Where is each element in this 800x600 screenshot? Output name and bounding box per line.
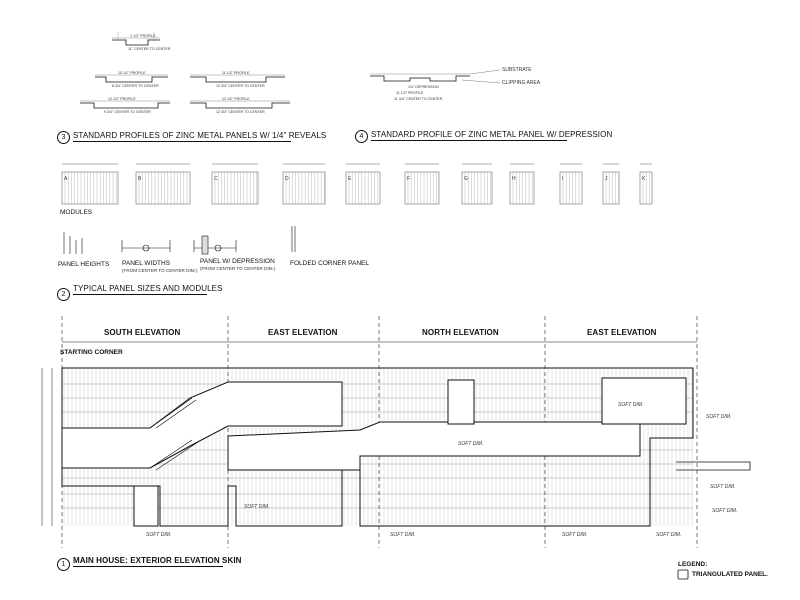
soft-dim-label: SOFT DIM. <box>562 532 588 538</box>
detail-title: STANDARD PROFILES OF ZINC METAL PANELS W… <box>73 131 327 140</box>
detail-number-badge: 1 <box>57 558 70 571</box>
title-underline <box>371 140 567 141</box>
legend-title: LEGEND: <box>678 561 708 568</box>
clipping-area-label: CLIPPING AREA <box>502 80 541 86</box>
module-block <box>461 171 493 205</box>
window-opening <box>133 485 159 527</box>
soft-dim-label: SOFT DIM. <box>618 402 644 408</box>
module-letter: J <box>605 176 608 182</box>
module-letter: D <box>285 176 289 182</box>
elevation-heading: NORTH ELEVATION <box>422 328 499 337</box>
module-block <box>602 171 620 205</box>
module-letter: E <box>348 176 352 182</box>
panel-widths-label: PANEL WIDTHS <box>122 260 171 267</box>
modules-row <box>61 163 653 205</box>
detail-number-badge: 2 <box>57 288 70 301</box>
window-opening <box>601 377 687 425</box>
title-underline <box>73 141 291 142</box>
module-block <box>135 171 191 205</box>
panel-depression-label: PANEL W/ DEPRESSION <box>200 258 275 265</box>
elevation-heading: SOUTH ELEVATION <box>104 328 181 337</box>
center-label: 12 3/4" CENTER TO CENTER <box>216 110 265 114</box>
title-underline <box>73 566 223 567</box>
profile-label: 11 1/2" PROFILE <box>222 71 250 75</box>
detail-4-profile <box>370 69 501 84</box>
module-letter: I <box>562 176 564 182</box>
elevation-skin <box>41 316 751 548</box>
center-label: 9 3/4" CENTER TO CENTER <box>104 110 151 114</box>
module-letter: B <box>138 176 142 182</box>
module-block <box>345 171 381 205</box>
panel-size-symbols <box>63 226 296 255</box>
soft-dim-label: SOFT DIM. <box>146 532 172 538</box>
module-block <box>559 171 583 205</box>
modules-label: MODULES <box>60 209 93 216</box>
module-letter: F <box>407 176 411 182</box>
soft-dim-label: SOFT DIM. <box>710 484 736 490</box>
window-opening <box>61 381 343 469</box>
soft-dim-label: SOFT DIM. <box>706 414 732 420</box>
detail-title: MAIN HOUSE: EXTERIOR ELEVATION SKIN <box>73 556 242 565</box>
center-label: 8 3/4" CENTER TO CENTER <box>112 84 159 88</box>
soft-dim-label: SOFT DIM. <box>458 441 484 447</box>
window-opening <box>227 421 641 471</box>
module-letter: C <box>214 176 218 182</box>
detail-title: STANDARD PROFILE OF ZINC METAL PANEL W/ … <box>371 130 613 139</box>
detail-number-badge: 4 <box>355 130 368 143</box>
folded-corner-label: FOLDED CORNER PANEL <box>290 260 369 267</box>
detail-title: TYPICAL PANEL SIZES AND MODULES <box>73 284 223 293</box>
module-block <box>211 171 259 205</box>
center-label: 11 3/4" CENTER TO CENTER <box>394 97 443 101</box>
panel-depression-note: (FROM CENTER TO CENTER DIM.) <box>200 266 276 271</box>
soft-dim-label: SOFT DIM. <box>712 508 738 514</box>
module-block <box>61 171 119 205</box>
soft-dim-label: SOFT DIM. <box>656 532 682 538</box>
module-letter: A <box>64 176 68 182</box>
detail-3-profiles <box>80 32 290 109</box>
soft-dim-label: SOFT DIM. <box>244 504 270 510</box>
depression-label: 1/4" DEPRESSION <box>408 85 439 89</box>
profile-label: 10 1/2" PROFILE <box>118 71 146 75</box>
profile-label: 1 1/2" PROFILE <box>130 34 156 38</box>
window-opening <box>447 379 475 425</box>
module-block <box>404 171 440 205</box>
center-label: 11" CENTER TO CENTER <box>128 47 171 51</box>
profile-label: 11 1/2" PROFILE <box>396 91 424 95</box>
profile-label: 13 1/2" PROFILE <box>222 97 250 101</box>
panel-widths-note: (FROM CENTER TO CENTER DIM.) <box>122 268 198 273</box>
elevation-heading: EAST ELEVATION <box>587 328 657 337</box>
legend-triangulated-label: TRIANGULATED PANEL. <box>692 571 768 578</box>
module-block <box>509 171 535 205</box>
starting-corner-label: STARTING CORNER <box>60 349 123 356</box>
module-letter: H <box>512 176 516 182</box>
profile-label: 12 1/2" PROFILE <box>108 97 136 101</box>
title-underline <box>73 294 207 295</box>
soft-dim-label: SOFT DIM. <box>390 532 416 538</box>
detail-number-badge: 3 <box>57 131 70 144</box>
elevation-heading: EAST ELEVATION <box>268 328 338 337</box>
panel-heights-label: PANEL HEIGHTS <box>58 261 110 268</box>
wall-outline <box>61 367 694 527</box>
center-label: 13 3/4" CENTER TO CENTER <box>216 84 265 88</box>
module-letter: K <box>642 176 646 182</box>
substrate-label: SUBSTRATE <box>502 67 532 73</box>
module-letter: G <box>464 176 468 182</box>
legend-swatch <box>677 569 689 580</box>
